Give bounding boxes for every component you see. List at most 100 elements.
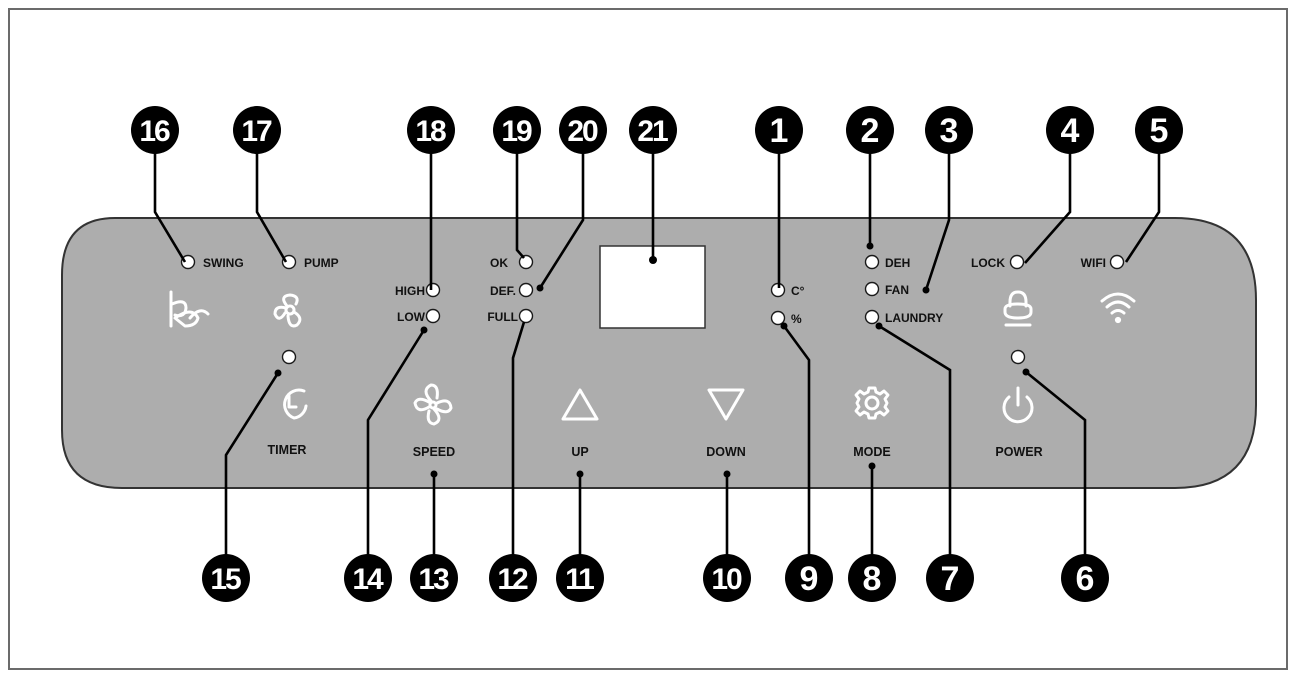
svg-text:10: 10 xyxy=(711,563,742,596)
up-arrow-icon[interactable] xyxy=(561,388,599,421)
pump-led xyxy=(281,254,297,270)
ok-led xyxy=(518,254,534,270)
laundry-indicator: LAUNDRY xyxy=(864,309,943,325)
wifi-icon[interactable] xyxy=(1100,292,1136,324)
callout-19: 19 xyxy=(493,106,541,154)
leader-7 xyxy=(878,324,952,568)
power-button-label[interactable]: POWER xyxy=(995,445,1042,459)
def-indicator: DEF. xyxy=(490,282,534,298)
laundry-led xyxy=(864,309,880,325)
svg-text:4: 4 xyxy=(1061,112,1080,150)
deh-label: DEH xyxy=(885,256,910,270)
deh-led xyxy=(864,254,880,270)
low-led xyxy=(425,308,441,324)
down-arrow-icon[interactable] xyxy=(707,388,745,421)
wifi-indicator: WIFI xyxy=(1081,254,1125,270)
power-led xyxy=(1010,349,1026,365)
ok-label: OK xyxy=(490,256,508,270)
full-label: FULL xyxy=(487,310,518,324)
mode-button-label[interactable]: MODE xyxy=(853,445,891,459)
callouts: 16 17 18 19 20 21 1 2 3 4 5 15 14 13 12 … xyxy=(131,106,1183,602)
svg-text:1: 1 xyxy=(770,112,789,150)
svg-text:21: 21 xyxy=(637,115,668,148)
callout-16: 16 xyxy=(131,106,179,154)
leader-20 xyxy=(538,153,585,289)
svg-text:7: 7 xyxy=(941,560,960,598)
speed-button-label[interactable]: SPEED xyxy=(413,445,455,459)
low-indicator: LOW xyxy=(397,308,441,324)
svg-text:8: 8 xyxy=(863,560,882,598)
swing-label: SWING xyxy=(203,256,244,270)
callout-2: 2 xyxy=(846,106,894,154)
leader-dot-13 xyxy=(430,470,438,478)
leader-14 xyxy=(366,329,426,568)
callout-10: 10 xyxy=(703,554,751,602)
percent-label: % xyxy=(791,312,802,326)
timer-led xyxy=(281,349,297,365)
fan-led xyxy=(864,281,880,297)
swing-led xyxy=(180,254,196,270)
timer-button-label[interactable]: TIMER xyxy=(268,443,307,457)
power-icon[interactable] xyxy=(1002,386,1034,424)
callout-21: 21 xyxy=(629,106,677,154)
svg-text:17: 17 xyxy=(241,115,272,148)
leader-dot-3 xyxy=(922,286,930,294)
leader-6 xyxy=(1025,370,1087,568)
svg-text:19: 19 xyxy=(501,115,532,148)
percent-indicator: % xyxy=(770,310,802,326)
lock-icon[interactable] xyxy=(1003,290,1033,327)
leader-16 xyxy=(153,153,187,263)
leader-dot-11 xyxy=(576,470,584,478)
timer-icon[interactable] xyxy=(283,388,308,420)
leader-lines xyxy=(153,150,1161,568)
callout-15: 15 xyxy=(202,554,250,602)
up-button-label[interactable]: UP xyxy=(571,445,588,459)
callout-17: 17 xyxy=(233,106,281,154)
leader-12 xyxy=(511,321,526,568)
full-led xyxy=(518,308,534,324)
percent-led xyxy=(770,310,786,326)
callout-18: 18 xyxy=(407,106,455,154)
callout-20: 20 xyxy=(559,106,607,154)
leader-4 xyxy=(1024,153,1072,264)
callout-5: 5 xyxy=(1135,106,1183,154)
svg-text:3: 3 xyxy=(940,112,959,150)
pump-indicator: PUMP xyxy=(281,254,339,270)
leader-dot-15 xyxy=(274,369,282,377)
callout-11: 11 xyxy=(556,554,604,602)
callout-3: 3 xyxy=(925,106,973,154)
down-button-label[interactable]: DOWN xyxy=(706,445,746,459)
mode-gear-icon[interactable] xyxy=(854,386,890,420)
svg-text:2: 2 xyxy=(861,112,880,150)
laundry-label: LAUNDRY xyxy=(885,311,943,325)
svg-text:5: 5 xyxy=(1150,112,1169,150)
leader-3 xyxy=(924,153,951,291)
low-label: LOW xyxy=(397,310,426,324)
callout-7: 7 xyxy=(926,554,974,602)
svg-text:15: 15 xyxy=(210,563,241,596)
high-label: HIGH xyxy=(395,284,425,298)
fan-speed-icon[interactable] xyxy=(413,383,453,426)
pump-label: PUMP xyxy=(304,256,339,270)
leader-dot-20 xyxy=(536,284,544,292)
svg-text:6: 6 xyxy=(1076,560,1095,598)
svg-text:14: 14 xyxy=(352,563,384,596)
leader-dot-21 xyxy=(649,256,657,264)
celsius-label: C° xyxy=(791,284,805,298)
deh-indicator: DEH xyxy=(864,254,910,270)
leader-17 xyxy=(255,153,288,263)
leader-dot-9 xyxy=(780,322,788,330)
swing-indicator: SWING xyxy=(180,254,244,270)
leader-15 xyxy=(224,372,280,568)
leader-19 xyxy=(515,153,525,259)
wifi-label: WIFI xyxy=(1081,256,1106,270)
leader-dot-8 xyxy=(868,462,876,470)
svg-text:20: 20 xyxy=(567,115,598,148)
lock-led xyxy=(1009,254,1025,270)
leader-5 xyxy=(1124,153,1161,263)
def-led xyxy=(518,282,534,298)
fan-indicator: FAN xyxy=(864,281,909,297)
pump-icon xyxy=(273,293,302,328)
svg-text:16: 16 xyxy=(139,115,170,148)
fan-label: FAN xyxy=(885,283,909,297)
